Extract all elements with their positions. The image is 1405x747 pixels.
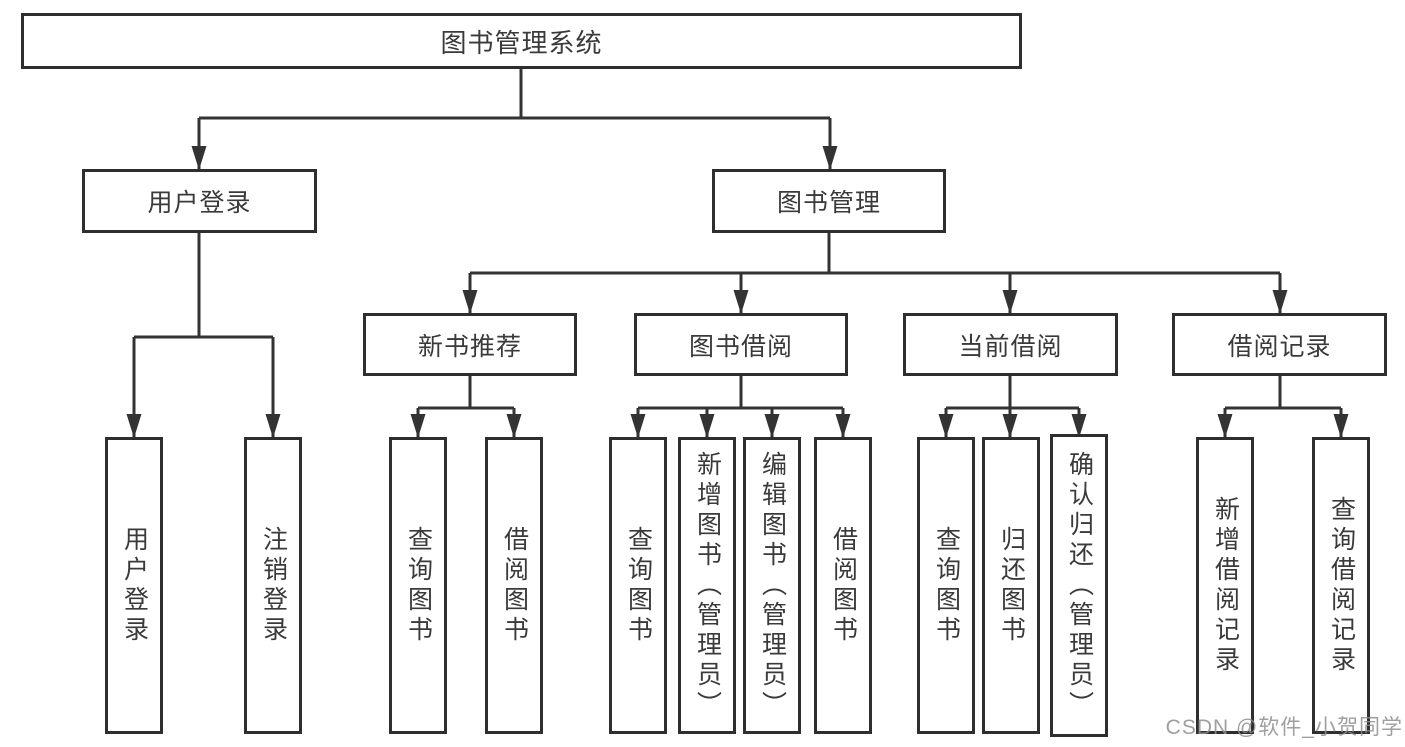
node-leaf-user-login: 用户登录 <box>105 437 163 734</box>
node-book-borrow: 图书借阅 <box>634 313 848 376</box>
node-label: 图书管理系统 <box>440 27 603 58</box>
node-label: 当前借阅 <box>958 332 1063 361</box>
node-label: 新增借阅记录 <box>1211 495 1240 676</box>
node-label: 归还图书 <box>997 525 1026 646</box>
node-label: 借阅图书 <box>500 525 529 646</box>
node-current-borrow: 当前借阅 <box>903 313 1118 376</box>
node-label: 新增图书（管理员） <box>693 450 722 721</box>
node-leaf-query-books-2: 查询图书 <box>609 437 667 734</box>
node-label: 用户登录 <box>120 525 149 646</box>
node-label: 编辑图书（管理员） <box>758 450 787 721</box>
node-leaf-borrow-books-2: 借阅图书 <box>814 437 872 734</box>
node-label: 注销登录 <box>259 525 288 646</box>
node-label: 图书管理 <box>776 189 881 217</box>
node-label: 图书借阅 <box>688 332 793 361</box>
node-leaf-query-books-1: 查询图书 <box>389 437 447 734</box>
node-label: 查询图书 <box>932 525 961 646</box>
node-label: 借阅图书 <box>829 525 858 646</box>
node-label: 确认归还（管理员） <box>1065 450 1094 721</box>
node-label: 查询图书 <box>404 525 433 646</box>
node-library-management-system: 图书管理系统 <box>21 13 1022 69</box>
node-borrow-records: 借阅记录 <box>1172 313 1387 376</box>
node-leaf-confirm-return-admin: 确认归还（管理员） <box>1050 434 1108 737</box>
node-leaf-return-book: 归还图书 <box>982 437 1040 734</box>
node-book-management: 图书管理 <box>712 169 946 233</box>
node-user-login: 用户登录 <box>82 169 317 233</box>
node-leaf-add-book-admin: 新增图书（管理员） <box>678 437 736 734</box>
node-new-book-recommend: 新书推荐 <box>363 313 577 376</box>
node-leaf-query-borrow-record: 查询借阅记录 <box>1312 437 1370 734</box>
csdn-watermark: CSDN @软件_小贺同学 <box>1165 716 1403 739</box>
node-label: 用户登录 <box>147 189 252 217</box>
node-leaf-borrow-books-1: 借阅图书 <box>485 437 543 734</box>
node-leaf-query-books-3: 查询图书 <box>917 437 975 734</box>
node-leaf-logout: 注销登录 <box>244 437 302 734</box>
node-leaf-edit-book-admin: 编辑图书（管理员） <box>743 437 801 734</box>
node-label: 查询图书 <box>624 525 653 646</box>
node-label: 新书推荐 <box>417 332 522 361</box>
node-label: 查询借阅记录 <box>1327 495 1356 676</box>
node-leaf-add-borrow-record: 新增借阅记录 <box>1196 437 1254 734</box>
node-label: 借阅记录 <box>1227 332 1332 361</box>
